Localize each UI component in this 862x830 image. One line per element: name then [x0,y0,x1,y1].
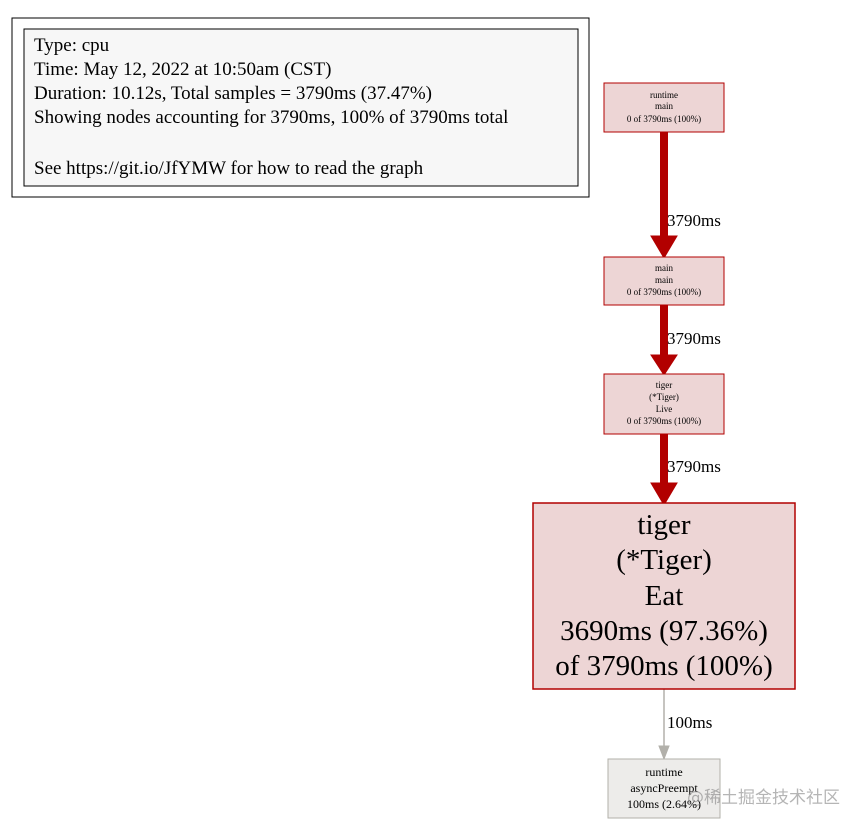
node-label: main [655,275,673,285]
node-runtime-asyncpreempt[interactable]: runtime asyncPreempt 100ms (2.64%) [607,758,721,819]
edge-arrowhead [658,745,670,761]
node-label: main [655,101,673,111]
edge-label: 3790ms [667,211,721,230]
node-box[interactable] [603,82,725,133]
node-box[interactable] [532,502,796,690]
legend-line: Time: May 12, 2022 at 10:50am (CST) [34,59,332,80]
edge-label: 3790ms [667,457,721,476]
node-label: of 3790ms (100%) [555,650,772,682]
node-label: (*Tiger) [649,392,679,402]
node-tiger-eat[interactable]: tiger (*Tiger) Eat 3690ms (97.36%) of 37… [532,502,796,690]
node-label: main [655,263,673,273]
node-box[interactable] [603,256,725,306]
edge-arrowhead [650,482,678,506]
node-runtime-main[interactable]: runtime main 0 of 3790ms (100%) [603,82,725,133]
edge-label: 3790ms [667,329,721,348]
edge-tiger-eat-to-runtime-async[interactable]: 100ms [658,689,712,761]
node-label: 0 of 3790ms (100%) [627,114,701,124]
legend-line: Type: cpu [34,35,110,56]
node-label: (*Tiger) [616,544,712,576]
node-tiger-live[interactable]: tiger (*Tiger) Live 0 of 3790ms (100%) [603,373,725,435]
node-label: 100ms (2.64%) [627,797,701,811]
legend-line: See https://git.io/JfYMW for how to read… [34,158,424,179]
node-label: runtime [650,90,678,100]
edge-runtime-main-to-main-main[interactable]: 3790ms [650,132,721,259]
node-label: asyncPreempt [630,781,698,795]
node-label: 0 of 3790ms (100%) [627,416,701,426]
node-label: runtime [645,765,682,779]
edge-main-main-to-tiger-live[interactable]: 3790ms [650,305,721,376]
node-label: Live [656,404,673,414]
edge-label: 100ms [667,713,712,732]
edge-arrowhead [650,235,678,259]
node-box[interactable] [607,758,721,819]
legend-line: Showing nodes accounting for 3790ms, 100… [34,107,508,128]
watermark: @稀土掘金技术社区 [687,788,840,808]
legend: Type: cpu Time: May 12, 2022 at 10:50am … [11,17,590,198]
edge-tiger-live-to-tiger-eat[interactable]: 3790ms [650,434,721,506]
node-label: 3690ms (97.36%) [560,615,768,647]
node-label: Eat [645,580,684,612]
node-label: 0 of 3790ms (100%) [627,287,701,297]
node-label: tiger [656,380,673,390]
node-label: tiger [637,509,690,541]
node-main-main[interactable]: main main 0 of 3790ms (100%) [603,256,725,306]
edge-arrowhead [650,354,678,376]
legend-inner-frame [23,28,579,187]
node-box[interactable] [603,373,725,435]
legend-line: Duration: 10.12s, Total samples = 3790ms… [34,83,432,104]
